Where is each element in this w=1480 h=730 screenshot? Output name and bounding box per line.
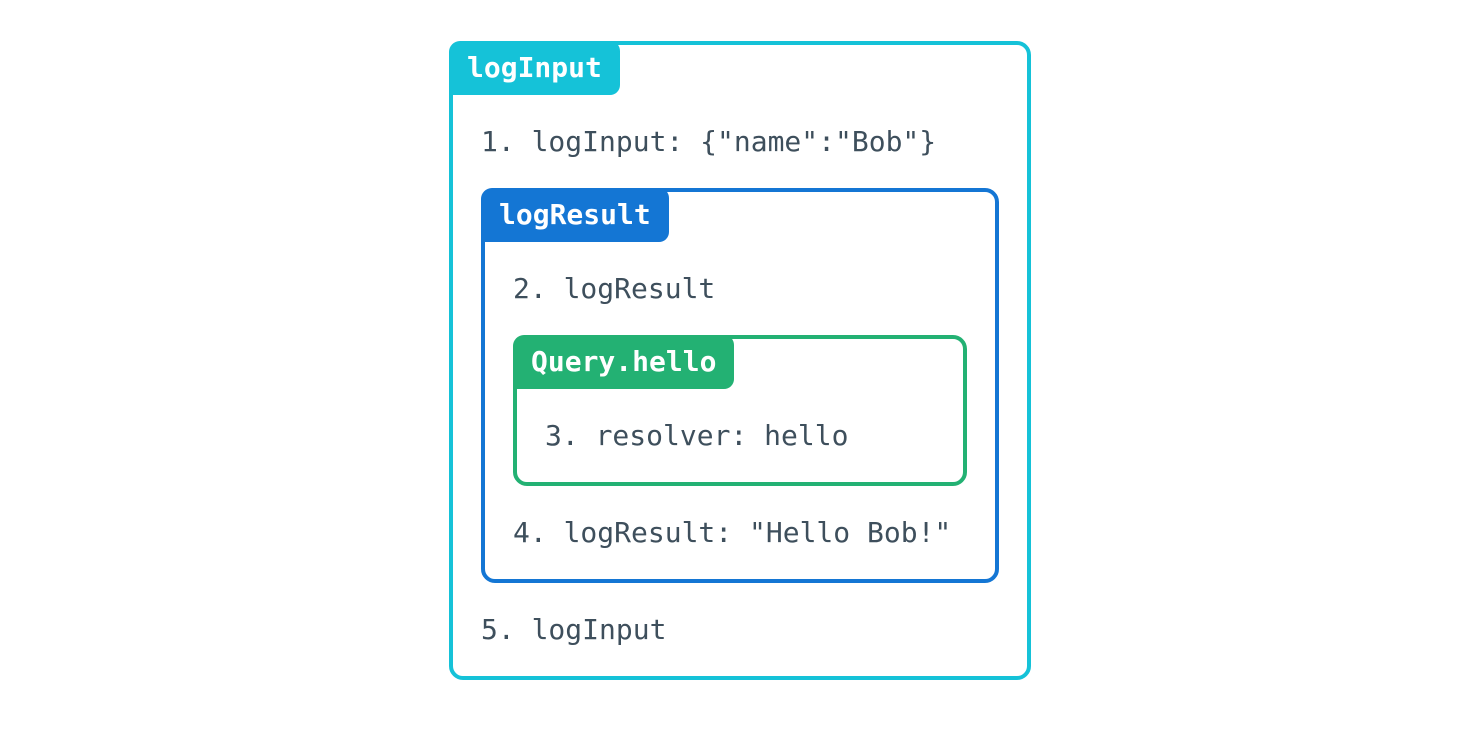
step-3-line: 3. resolver: hello xyxy=(545,419,849,452)
step-4-line: 4. logResult: "Hello Bob!" xyxy=(513,516,952,549)
loginput-tab: logInput xyxy=(449,41,620,95)
step-2-line: 2. logResult xyxy=(513,272,716,305)
query-hello-tab: Query.hello xyxy=(513,335,735,389)
step-5-line: 5. logInput xyxy=(481,613,667,646)
logresult-box: logResult 2. logResult Query.hello 3. re… xyxy=(481,188,999,583)
loginput-box: logInput 1. logInput: {"name":"Bob"} log… xyxy=(449,41,1031,680)
logresult-tab: logResult xyxy=(481,188,669,242)
query-hello-box: Query.hello 3. resolver: hello xyxy=(513,335,967,486)
step-1-line: 1. logInput: {"name":"Bob"} xyxy=(481,125,937,158)
lifecycle-diagram: logInput 1. logInput: {"name":"Bob"} log… xyxy=(449,41,1031,680)
